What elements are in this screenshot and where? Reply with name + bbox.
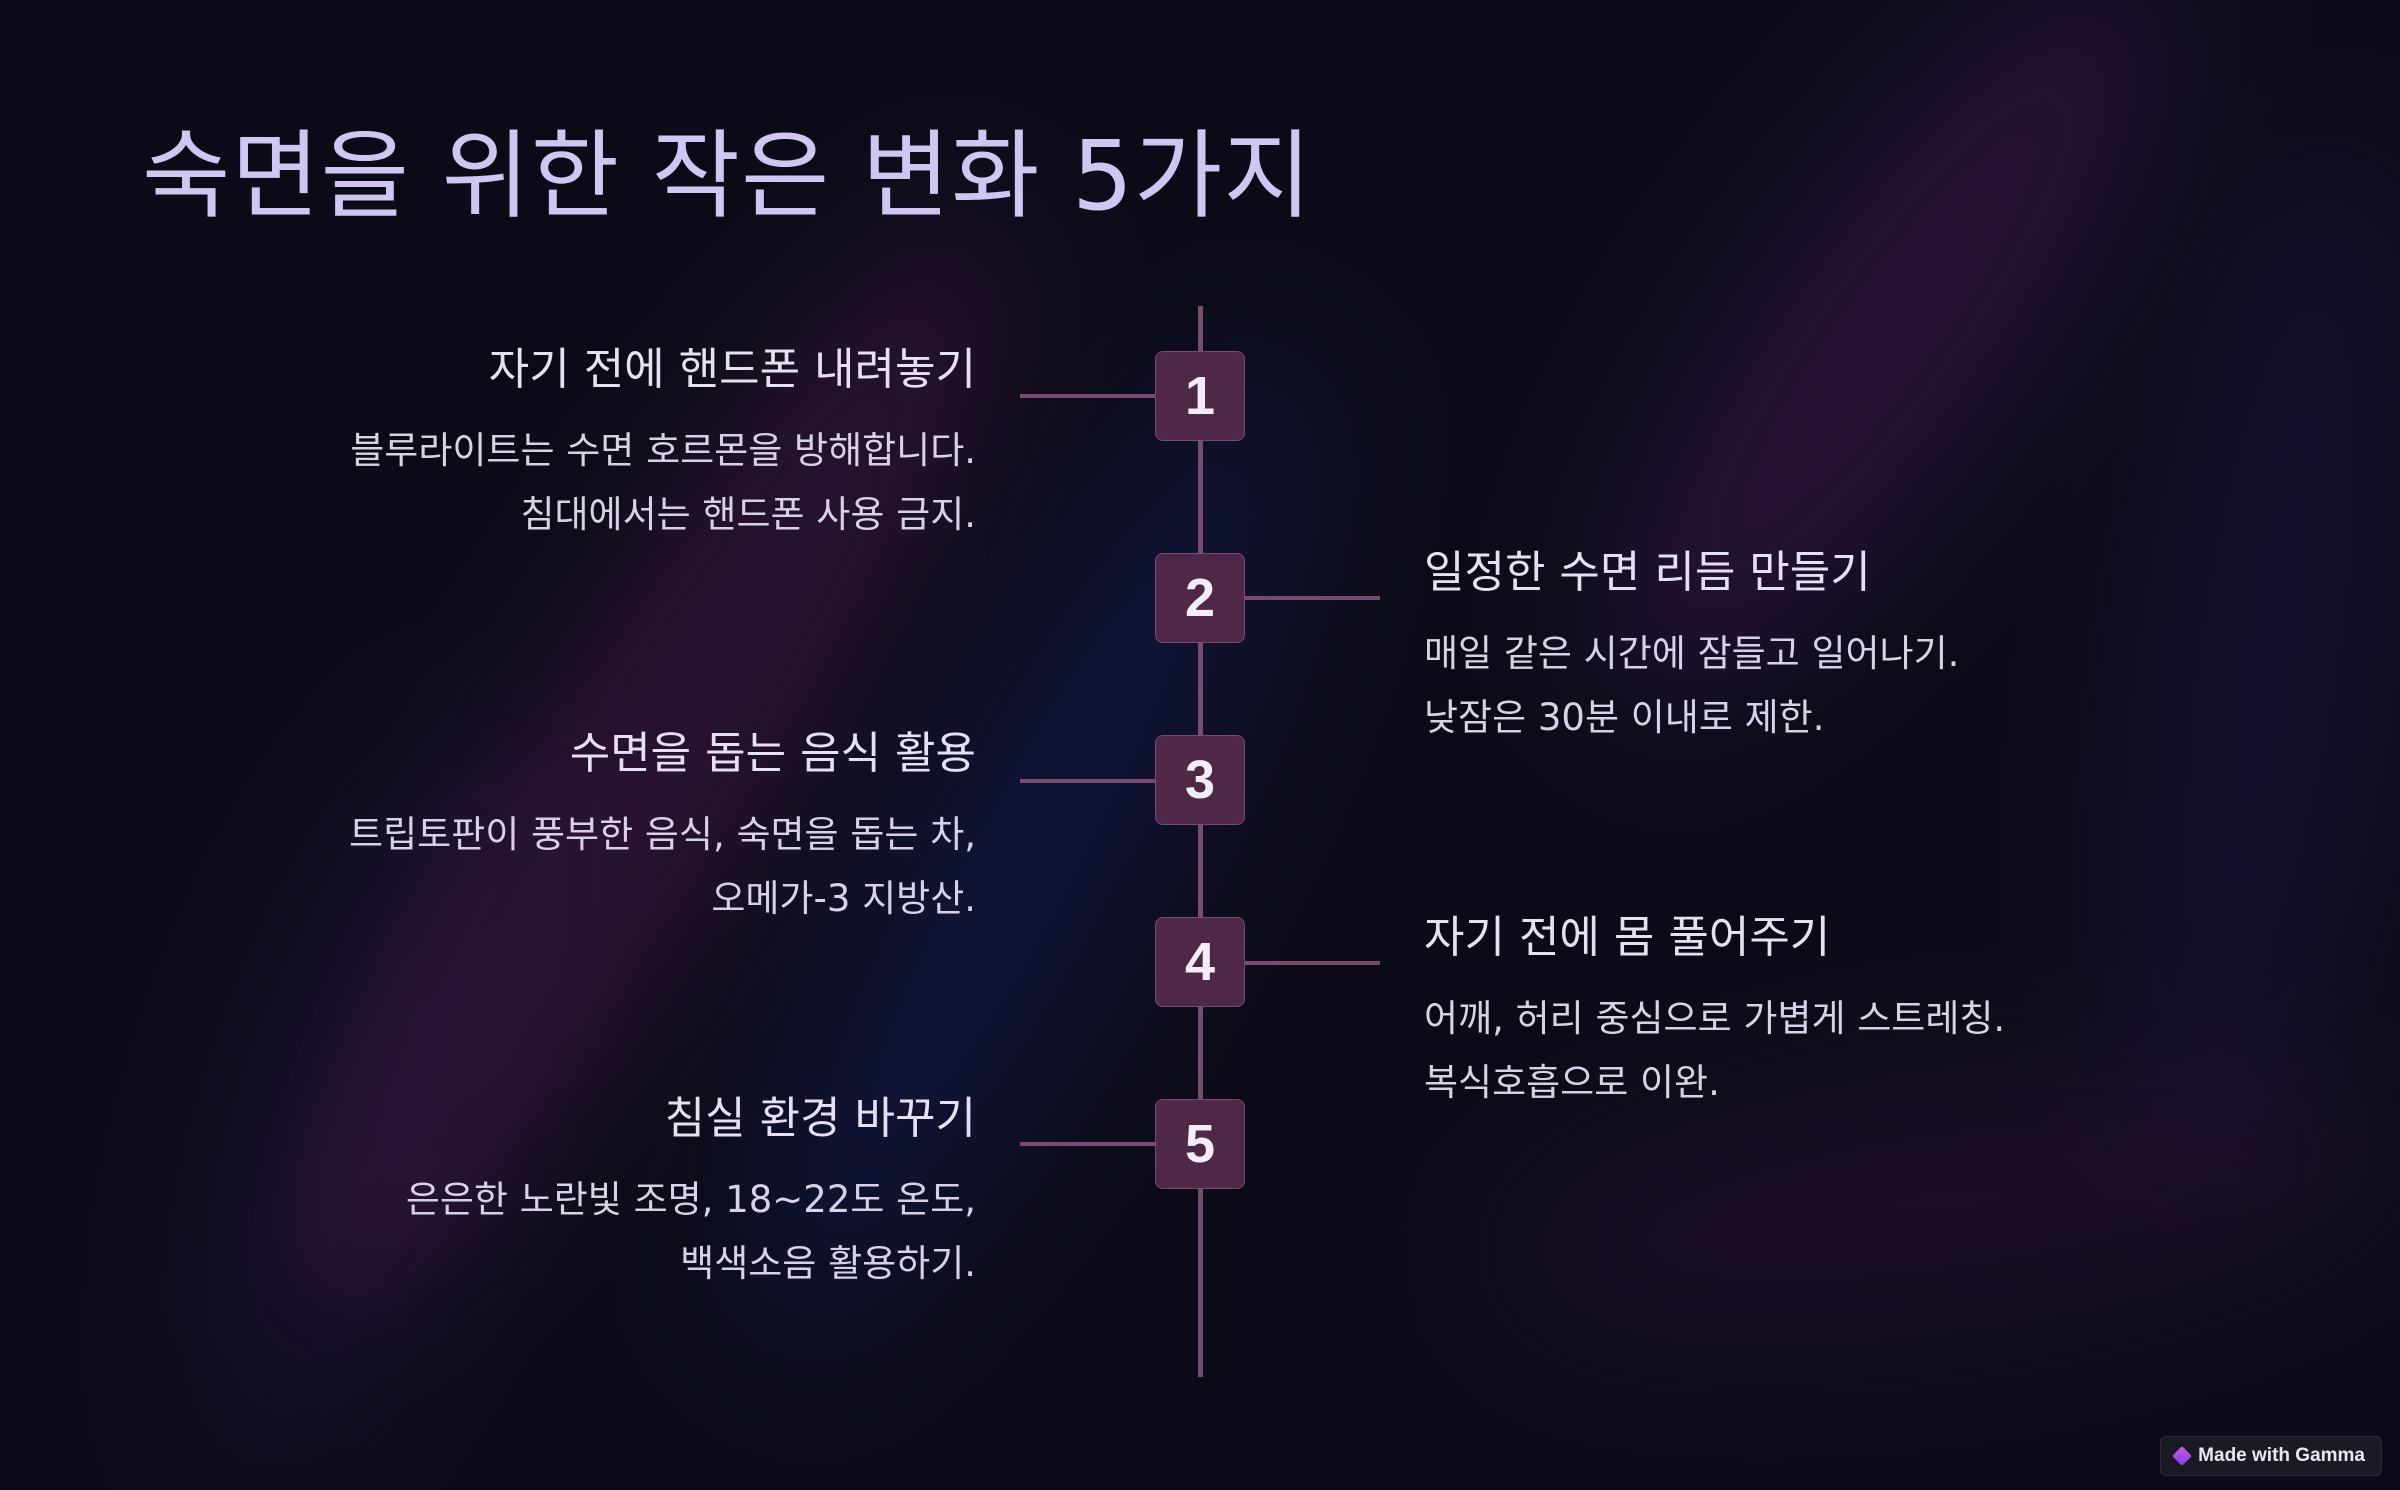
timeline-connector-1 <box>1020 394 1155 398</box>
timeline-connector-5 <box>1020 1142 1155 1146</box>
step-description: 매일 같은 시간에 잠들고 일어나기. 낮잠은 30분 이내로 제한. <box>1424 622 2104 750</box>
timeline-connector-2 <box>1245 596 1380 600</box>
step-description: 트립토판이 풍부한 음식, 숙면을 돕는 차, 오메가-3 지방산. <box>296 803 976 931</box>
made-with-gamma-button[interactable]: Made with Gamma <box>2160 1436 2382 1476</box>
background-glow <box>2081 138 2400 1162</box>
timeline-axis <box>1198 306 1203 1377</box>
step-heading: 침실 환경 바꾸기 <box>664 1093 976 1144</box>
timeline-connector-4 <box>1245 961 1380 965</box>
step-description-line: 복식호흡으로 이완. <box>1424 1061 1720 1104</box>
page-title: 숙면을 위한 작은 변화 5가지 <box>142 120 1313 232</box>
step-description: 어깨, 허리 중심으로 가볍게 스트레칭. 복식호흡으로 이완. <box>1424 987 2104 1115</box>
step-description: 은은한 노란빛 조명, 18~22도 온도, 백색소음 활용하기. <box>296 1168 976 1296</box>
timeline-item-2: 일정한 수면 리듬 만들기 매일 같은 시간에 잠들고 일어나기. 낮잠은 30… <box>1424 544 2104 750</box>
step-heading: 수면을 돕는 음식 활용 <box>569 728 976 779</box>
step-badge-5: 5 <box>1155 1099 1245 1189</box>
step-description-line: 침대에서는 핸드폰 사용 금지. <box>520 493 976 536</box>
step-badge-3: 3 <box>1155 735 1245 825</box>
timeline-connector-3 <box>1020 779 1155 783</box>
step-badge-4: 4 <box>1155 917 1245 1007</box>
step-description-line: 매일 같은 시간에 잠들고 일어나기. <box>1424 632 1960 675</box>
timeline-item-5: 침실 환경 바꾸기 은은한 노란빛 조명, 18~22도 온도, 백색소음 활용… <box>296 1090 976 1296</box>
step-badge-2: 2 <box>1155 553 1245 643</box>
gamma-logo-icon <box>2172 1446 2193 1466</box>
step-description-line: 트립토판이 풍부한 음식, 숙면을 돕는 차, <box>349 813 976 856</box>
step-badge-1: 1 <box>1155 351 1245 441</box>
step-description-line: 블루라이트는 수면 호르몬을 방해합니다. <box>350 429 976 472</box>
step-description-line: 백색소음 활용하기. <box>680 1242 976 1285</box>
timeline-item-3: 수면을 돕는 음식 활용 트립토판이 풍부한 음식, 숙면을 돕는 차, 오메가… <box>296 725 976 931</box>
timeline-item-4: 자기 전에 몸 풀어주기 어깨, 허리 중심으로 가볍게 스트레칭. 복식호흡으… <box>1424 909 2104 1115</box>
step-heading: 자기 전에 몸 풀어주기 <box>1424 912 1831 963</box>
step-heading: 자기 전에 핸드폰 내려놓기 <box>488 344 976 395</box>
step-description-line: 어깨, 허리 중심으로 가볍게 스트레칭. <box>1424 997 2006 1040</box>
made-with-gamma-label: Made with Gamma <box>2198 1445 2365 1466</box>
timeline-item-1: 자기 전에 핸드폰 내려놓기 블루라이트는 수면 호르몬을 방해합니다. 침대에… <box>296 341 976 547</box>
step-description-line: 낮잠은 30분 이내로 제한. <box>1424 696 1825 739</box>
step-description-line: 은은한 노란빛 조명, 18~22도 온도, <box>405 1178 976 1221</box>
step-description: 블루라이트는 수면 호르몬을 방해합니다. 침대에서는 핸드폰 사용 금지. <box>296 419 976 547</box>
step-heading: 일정한 수면 리듬 만들기 <box>1424 547 1871 598</box>
step-description-line: 오메가-3 지방산. <box>711 877 976 920</box>
